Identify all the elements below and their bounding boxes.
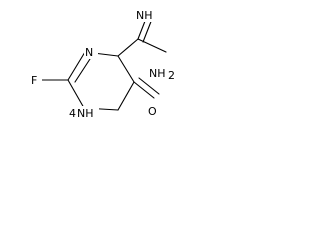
bond-c1-ring-inner	[74, 58, 91, 83]
substituent-bonds	[40, 15, 167, 99]
fluorine-label: F	[31, 74, 37, 87]
bond-c-o	[133, 81, 155, 99]
bond-c-o-double	[138, 77, 160, 95]
amine-nh2-label: NH	[149, 67, 166, 80]
ring-nh-prefix-label: 4	[69, 107, 76, 120]
ring-nitrogen-top-label: N	[85, 46, 93, 59]
bond-amidine-imine-double	[142, 18, 153, 43]
imine-nh-label: NH	[136, 9, 153, 22]
bond-c-carbon-amidine	[117, 38, 139, 57]
pyrazine-ring	[67, 51, 135, 111]
bond-c-co	[117, 81, 135, 111]
bond-amidine-amine	[137, 38, 167, 53]
bond-c-n-left	[67, 79, 85, 109]
carbonyl-oxygen-label: O	[148, 105, 157, 118]
atom-labels: F N 4 NH NH NH 2 O	[31, 9, 175, 120]
amine-nh2-subscript: 2	[168, 69, 175, 82]
ring-nh-label: NH	[77, 107, 94, 120]
bond-co-c2	[117, 55, 135, 83]
bond-c1-n-top	[67, 51, 86, 81]
structure-diagram: F N 4 NH NH NH 2 O	[28, 8, 175, 120]
